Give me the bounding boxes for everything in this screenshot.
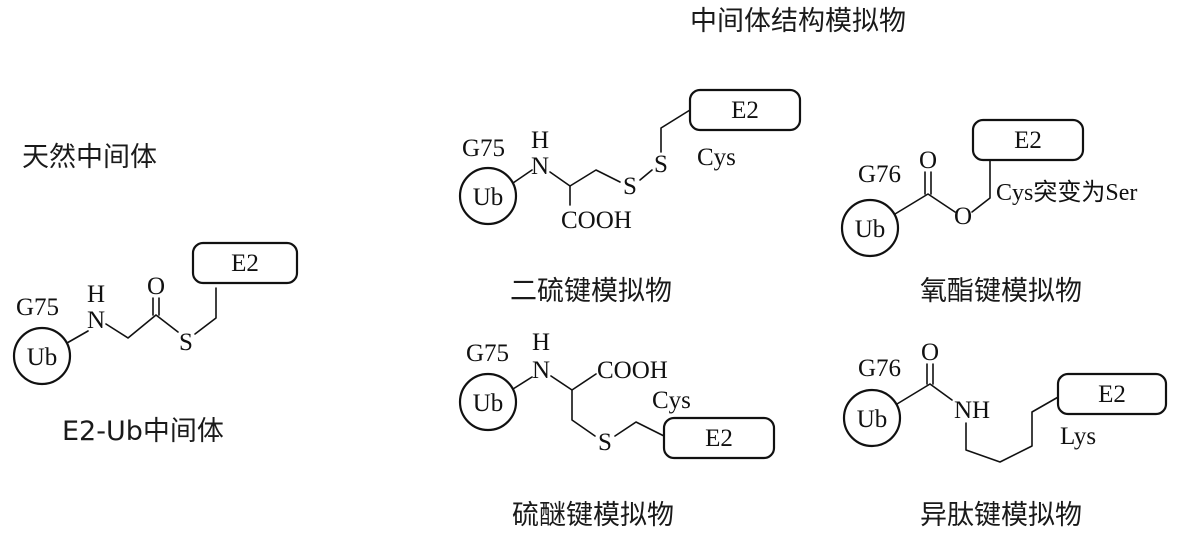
sulfur-2-label: S: [654, 151, 668, 178]
native-intermediate-structure: Ub G75 N H O S E2: [12, 241, 299, 386]
ub-label: Ub: [857, 406, 888, 433]
e2-box: [971, 118, 1085, 162]
e2-box: [688, 88, 802, 132]
ester-oxygen-label: O: [954, 203, 972, 230]
thioether-caption: 硫醚键模拟物: [512, 500, 674, 531]
s-ch2-bonds: [194, 287, 217, 335]
s-ch2-bonds: [614, 421, 665, 437]
residue-label: G76: [858, 355, 901, 382]
residue-label: G76: [858, 161, 901, 188]
native-caption: E2-Ub中间体: [62, 416, 224, 447]
oxyester-mimic-structure: Ub G76 O O E2 Cys突变为Ser: [840, 118, 1137, 258]
oxygen-label: O: [147, 273, 165, 300]
nitrogen-label: N: [532, 357, 550, 384]
ub-circle: [12, 326, 72, 386]
cys-label: Cys: [652, 387, 691, 414]
cooh-label: COOH: [561, 207, 632, 234]
ub-label: Ub: [473, 390, 504, 417]
hydrogen-label: H: [532, 329, 550, 356]
s-ch2-bonds: [660, 109, 691, 153]
e2-label: E2: [731, 97, 759, 124]
backbone-bonds: [549, 169, 621, 187]
carbonyl-oxygen-label: O: [921, 339, 939, 366]
ub-circle: [842, 388, 902, 448]
e2-label: E2: [1014, 127, 1042, 154]
ub-n-bond: [512, 376, 533, 390]
natural-intermediate-label: 天然中间体: [22, 142, 157, 173]
ub-circle: [458, 166, 518, 226]
ub-n-bond: [66, 330, 89, 344]
hydrogen-label: H: [531, 127, 549, 154]
lys-label: Lys: [1060, 423, 1096, 450]
ub-label: Ub: [473, 184, 504, 211]
sulfur-label: S: [179, 329, 193, 356]
carbonyl-carbon-bonds: [896, 383, 953, 405]
ub-circle: [458, 372, 518, 432]
backbone-bonds: [550, 373, 597, 391]
nitrogen-label: N: [87, 307, 105, 334]
nitrogen-label: N: [531, 153, 549, 180]
sulfur-1-label: S: [623, 173, 637, 200]
thioether-mimic-structure: Ub G75 N H COOH S E2 Cys: [458, 329, 776, 460]
cooh-label: COOH: [597, 357, 668, 384]
lysine-chain-bonds: [965, 395, 1061, 463]
residue-label: G75: [462, 135, 505, 162]
ub-label: Ub: [855, 216, 886, 243]
ub-circle: [840, 198, 900, 258]
carbonyl-oxygen-label: O: [919, 147, 937, 174]
isopeptide-caption: 异肽键模拟物: [920, 500, 1082, 531]
s-s-bond: [639, 169, 653, 181]
disulfide-mimic-structure: Ub G75 N H COOH S S E2 Cys: [458, 88, 802, 234]
o-ch2-bonds: [971, 159, 991, 213]
ub-n-bond: [512, 169, 533, 184]
mutation-label: Cys突变为Ser: [996, 179, 1137, 206]
nh-label: NH: [954, 397, 990, 424]
sulfur-label: S: [598, 429, 612, 456]
residue-label: G75: [466, 340, 509, 367]
e2-label: E2: [1098, 381, 1126, 408]
hydrogen-label: H: [87, 281, 105, 308]
diagram-title: 中间体结构模拟物: [690, 6, 906, 37]
ub-label: Ub: [27, 344, 58, 371]
e2-box: [191, 241, 299, 285]
e2-box: [662, 416, 776, 460]
carbonyl-carbon-bonds: [894, 193, 956, 215]
e2-label: E2: [231, 250, 259, 277]
ca-ch2-bonds: [571, 389, 596, 437]
disulfide-caption: 二硫键模拟物: [510, 276, 672, 307]
cys-label: Cys: [697, 144, 736, 171]
e2-box: [1056, 372, 1168, 416]
e2-label: E2: [705, 425, 733, 452]
backbone-bonds: [105, 314, 179, 339]
isopeptide-mimic-structure: Ub G76 O NH E2 Lys: [842, 339, 1168, 463]
residue-label: G75: [16, 294, 59, 321]
oxyester-caption: 氧酯键模拟物: [920, 276, 1082, 307]
